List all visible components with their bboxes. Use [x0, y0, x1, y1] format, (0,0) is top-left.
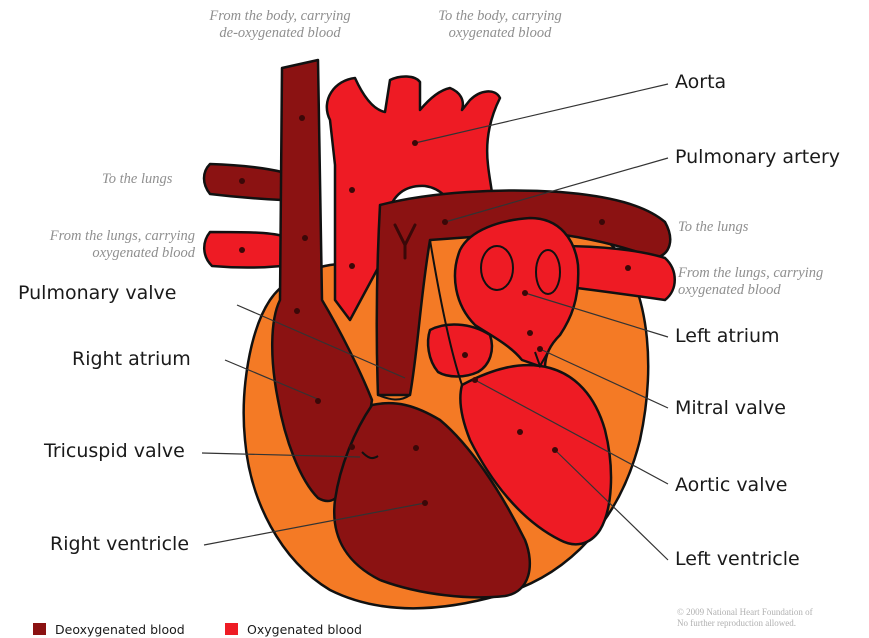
label-left-atrium: Left atrium: [675, 325, 780, 347]
label-pulmonary-valve: Pulmonary valve: [18, 282, 176, 304]
note-to-body: To the body, carrying oxygenated blood: [400, 8, 600, 42]
label-right-atrium: Right atrium: [72, 348, 191, 370]
note-from-lungs-right: From the lungs, carrying oxygenated bloo…: [678, 265, 823, 299]
legend-deoxygenated: Deoxygenated blood: [33, 620, 185, 638]
note-from-body: From the body, carrying de-oxygenated bl…: [180, 8, 380, 42]
note-from-lungs-left: From the lungs, carrying oxygenated bloo…: [0, 228, 195, 262]
note-to-body-line-2: oxygenated blood: [400, 25, 600, 42]
label-aortic-valve: Aortic valve: [675, 474, 787, 496]
legend-label-deoxygenated: Deoxygenated blood: [55, 622, 185, 637]
copyright-notice: © 2009 National Heart Foundation of No f…: [677, 607, 813, 629]
vein-opening-1: [481, 246, 513, 290]
note-to-lungs-right: To the lungs: [678, 219, 748, 236]
note-to-lungs-left: To the lungs: [102, 171, 172, 188]
label-left-ventricle: Left ventricle: [675, 548, 800, 570]
label-mitral-valve: Mitral valve: [675, 397, 786, 419]
label-tricuspid-valve: Tricuspid valve: [44, 440, 185, 462]
note-from-body-line-1: From the body, carrying: [180, 8, 380, 25]
legend-swatch-oxygenated: [225, 623, 238, 635]
legend-oxygenated: Oxygenated blood: [225, 620, 362, 638]
label-right-ventricle: Right ventricle: [50, 533, 189, 555]
note-from-lungs-right-line-1: From the lungs, carrying: [678, 265, 823, 282]
note-from-lungs-left-line-2: oxygenated blood: [0, 245, 195, 262]
aortic-root: [428, 325, 492, 377]
note-from-body-line-2: de-oxygenated blood: [180, 25, 380, 42]
copyright-line-1: © 2009 National Heart Foundation of: [677, 607, 813, 618]
legend-swatch-deoxygenated: [33, 623, 46, 635]
note-to-body-line-1: To the body, carrying: [400, 8, 600, 25]
copyright-line-2: No further reproduction allowed.: [677, 618, 813, 629]
legend-label-oxygenated: Oxygenated blood: [247, 622, 362, 637]
vein-opening-2: [536, 250, 560, 294]
note-from-lungs-left-line-1: From the lungs, carrying: [0, 228, 195, 245]
label-aorta: Aorta: [675, 71, 726, 93]
label-pulmonary-artery: Pulmonary artery: [675, 146, 840, 168]
note-from-lungs-right-line-2: oxygenated blood: [678, 282, 823, 299]
